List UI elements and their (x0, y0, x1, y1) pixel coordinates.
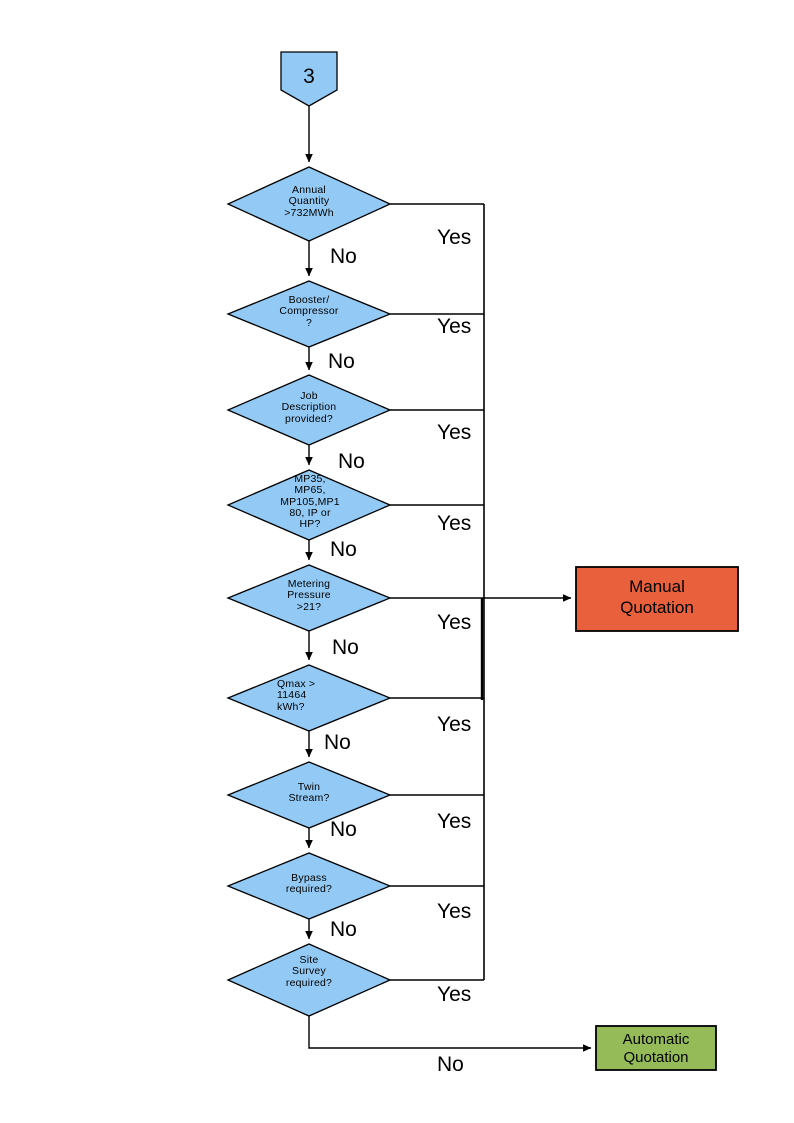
outcome-manual-quotation-shape (575, 566, 739, 632)
start-connector-shape (280, 51, 338, 107)
decision-annual-quantity-shape (226, 166, 392, 242)
decision-meter-type-shape (226, 469, 392, 541)
decision-metering-pressure-shape (226, 564, 392, 632)
edge-no-to-automatic-quotation (308, 1016, 592, 1052)
decision-bypass-shape (226, 852, 392, 920)
decision-qmax-shape (226, 664, 392, 732)
decision-twin-stream-shape (226, 761, 392, 829)
outcome-automatic-quotation-shape (595, 1025, 717, 1071)
decision-job-description-shape (226, 374, 392, 446)
decision-site-survey-shape (226, 943, 392, 1017)
decision-booster-compressor-shape (226, 280, 392, 348)
